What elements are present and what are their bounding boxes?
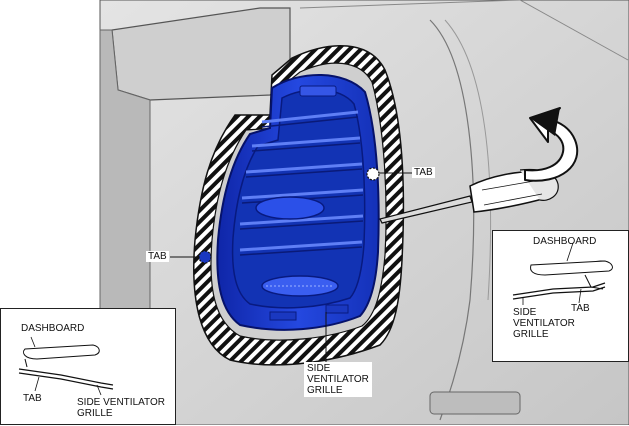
tab-marker-upper <box>366 167 380 181</box>
left-inset-dashboard-label: DASHBOARD <box>21 323 85 334</box>
left-inset-box: DASHBOARD TAB SIDE VENTILATOR GRILLE <box>0 308 176 425</box>
right-inset-tab-label: TAB <box>571 303 590 314</box>
left-inset-section-drawing <box>18 336 114 396</box>
center-grille-label: SIDE VENTILATOR GRILLE <box>304 362 372 397</box>
right-inset-box: DASHBOARD SIDE VENTILATOR GRILLE TAB <box>492 230 629 362</box>
tab-marker-left <box>198 250 212 264</box>
right-inset-grille-line-2: VENTILATOR <box>513 318 575 329</box>
left-inset-grille-line-1: SIDE VENTILATOR <box>77 397 165 408</box>
left-inset-tab-label: TAB <box>23 393 42 404</box>
louver-slats <box>239 110 364 252</box>
right-inset-grille-label: SIDE VENTILATOR GRILLE <box>513 307 575 340</box>
tab-label-upper: TAB <box>412 167 435 178</box>
tab-label-left: TAB <box>146 251 169 262</box>
right-inset-dashboard-label: DASHBOARD <box>533 236 597 247</box>
center-grille-line-1: SIDE <box>307 363 331 374</box>
side-ventilator-grille <box>216 73 380 331</box>
right-inset-grille-line-3: GRILLE <box>513 329 549 340</box>
center-grille-line-3: GRILLE <box>307 385 343 396</box>
center-grille-line-2: VENTILATOR <box>307 374 369 385</box>
left-inset-grille-line-2: GRILLE <box>77 408 113 419</box>
right-inset-grille-line-1: SIDE <box>513 307 537 318</box>
curved-arrow-icon <box>524 107 578 182</box>
left-inset-grille-label: SIDE VENTILATOR GRILLE <box>77 397 165 419</box>
right-inset-section-drawing <box>512 242 613 305</box>
